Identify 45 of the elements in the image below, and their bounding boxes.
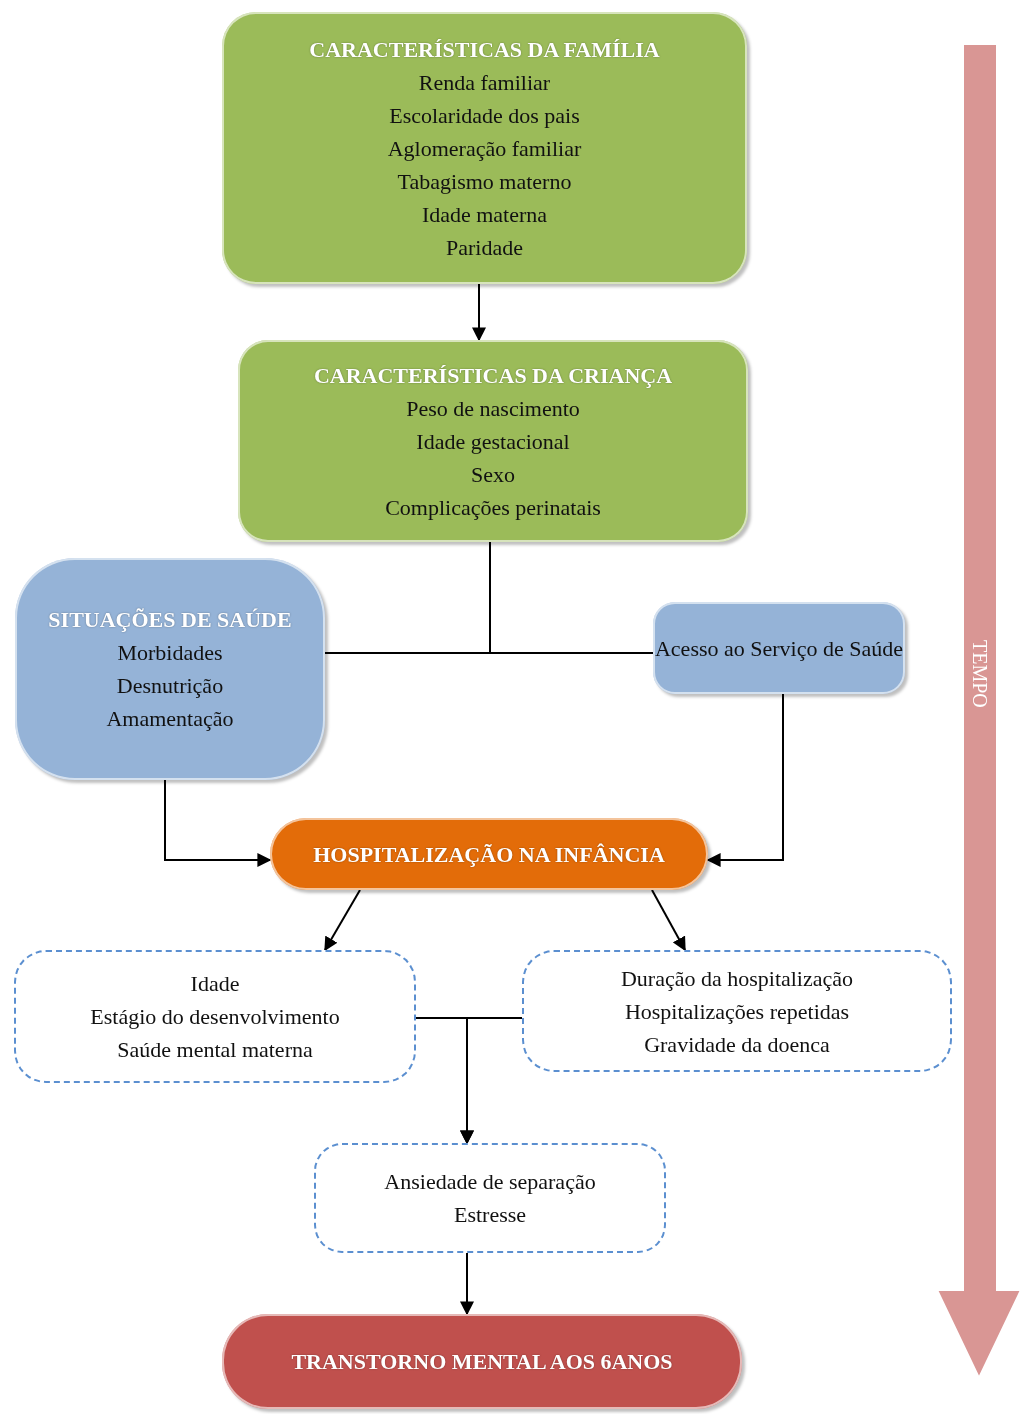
box-text: Peso de nascimento bbox=[406, 394, 580, 423]
hospitalization-box bbox=[270, 818, 708, 890]
dashed-box bbox=[14, 950, 416, 1083]
arrow bbox=[324, 889, 361, 952]
box-text: Tabagismo materno bbox=[397, 167, 572, 196]
box-heading: HOSPITALIZAÇÃO NA INFÂNCIA bbox=[313, 840, 665, 869]
connector-line bbox=[489, 541, 654, 654]
arrow bbox=[706, 693, 784, 867]
box-heading: CARACTERÍSTICAS DA CRIANÇA bbox=[313, 361, 673, 390]
arrow-label: TEMPO bbox=[967, 640, 991, 708]
box-text: Escolaridade dos pais bbox=[389, 101, 580, 130]
arrow bbox=[460, 1252, 474, 1316]
box-text: Estágio do desenvolvimento bbox=[90, 1003, 340, 1031]
box-heading: TRANSTORNO MENTAL AOS 6ANOS bbox=[291, 1348, 673, 1376]
dashed-box bbox=[314, 1143, 666, 1253]
box-text: Morbidades bbox=[117, 639, 223, 667]
box-text: Amamentação bbox=[106, 705, 234, 733]
box-text: Paridade bbox=[446, 233, 523, 262]
health-box bbox=[15, 558, 325, 780]
child-box bbox=[238, 340, 748, 542]
arrow bbox=[472, 283, 486, 342]
arrow bbox=[164, 779, 272, 867]
box-text: Renda familiar bbox=[418, 68, 551, 97]
box-heading: CARACTERÍSTICAS DA FAMÍLIA bbox=[309, 35, 660, 64]
box-text: Saúde mental materna bbox=[117, 1036, 313, 1064]
box-text: Estresse bbox=[453, 1201, 527, 1229]
box-heading: SITUAÇÕES DE SAÚDE bbox=[48, 606, 292, 634]
box-text: Ansiedade de separação bbox=[384, 1168, 596, 1196]
box-text: Aglomeração familiar bbox=[387, 134, 582, 163]
box-text: Hospitalizações repetidas bbox=[624, 997, 850, 1026]
arrow bbox=[651, 889, 686, 952]
outcome-box bbox=[222, 1314, 742, 1409]
arrow bbox=[460, 1017, 523, 1145]
dashed-box bbox=[522, 950, 952, 1072]
box-text: Desnutrição bbox=[116, 672, 224, 700]
box-text: Acesso ao Serviço de Saúde bbox=[654, 634, 903, 663]
box-text: Idade bbox=[190, 970, 240, 998]
box-text: Idade gestacional bbox=[416, 427, 570, 456]
box-text: Sexo bbox=[471, 460, 515, 489]
box-text: Gravidade da doenca bbox=[644, 1030, 830, 1059]
box-text: Complicações perinatais bbox=[385, 493, 601, 522]
box-text: Duração da hospitalização bbox=[620, 964, 854, 993]
box-text: Idade materna bbox=[421, 200, 548, 229]
access-box bbox=[653, 602, 905, 694]
family-box bbox=[222, 12, 747, 284]
